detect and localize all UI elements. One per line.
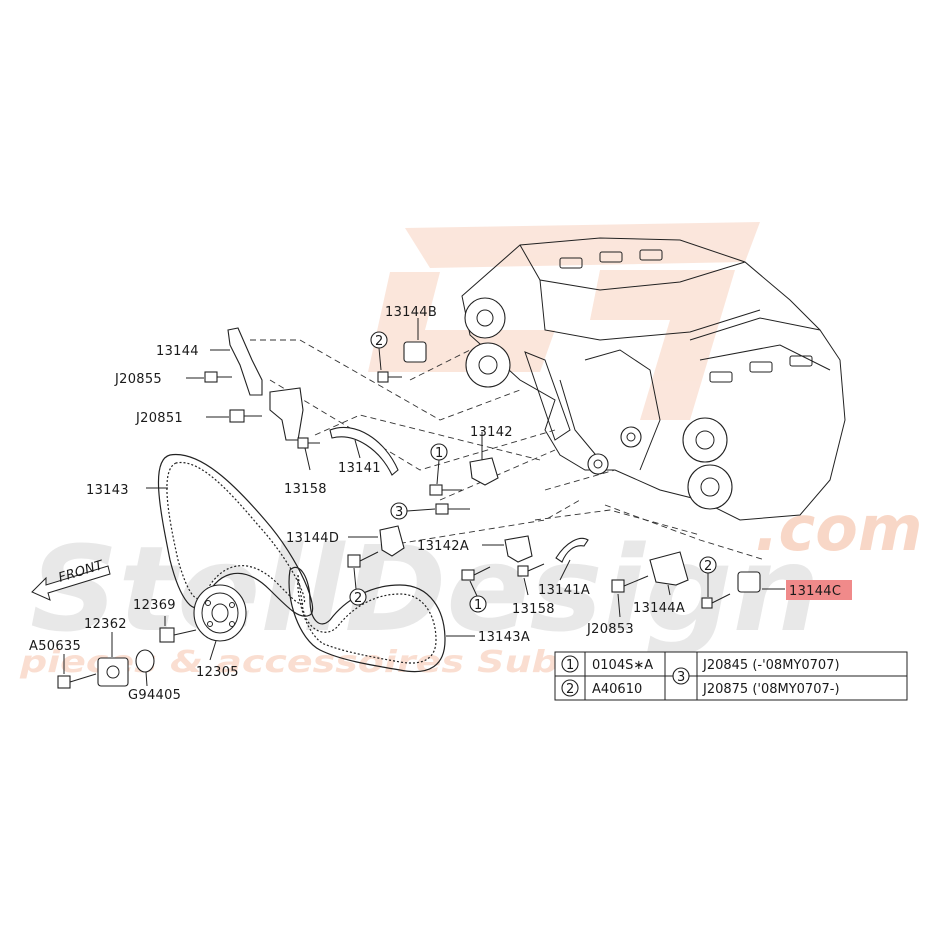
label-12369: 12369: [133, 598, 176, 613]
legend-part-1: 0104S∗A: [592, 658, 653, 673]
callout-3: 3: [390, 502, 436, 520]
label-13158-lower: 13158: [512, 602, 555, 617]
legend-part-3b: J20875 ('08MY0707-): [702, 682, 840, 697]
callout-1-13142a: 1: [469, 580, 487, 613]
callout-1-13142: 1: [430, 443, 448, 485]
label-13144: 13144: [156, 344, 199, 359]
label-13158-upper: 13158: [284, 482, 327, 497]
watermark-tld: .com: [755, 492, 923, 565]
legend-part-3a: J20845 (-'08MY0707): [702, 658, 840, 673]
highlight-13144c: [786, 580, 852, 600]
label-j20851: J20851: [135, 411, 183, 426]
leader-lines: [63, 318, 785, 687]
label-13143a: 13143A: [478, 630, 530, 645]
svg-text:2: 2: [375, 334, 384, 349]
label-13144d: 13144D: [286, 531, 339, 546]
legend-num-2: 2: [566, 682, 574, 697]
label-12362: 12362: [84, 617, 127, 632]
crank-pulley-12305: [193, 584, 247, 642]
label-13143: 13143: [86, 483, 129, 498]
watermark: StellDesign .com pieces & accessoires Su…: [19, 222, 923, 680]
legend-row-2: 2 A40610: [561, 679, 642, 697]
label-g94405: G94405: [128, 688, 181, 703]
svg-text:2: 2: [704, 559, 713, 574]
legend-num-3: 3: [677, 670, 685, 685]
label-12305: 12305: [196, 665, 239, 680]
timing-belt-13143: [157, 453, 314, 617]
callout-2-13144b: 2: [370, 331, 388, 371]
label-13141a: 13141A: [538, 583, 590, 598]
label-a50635: A50635: [29, 639, 81, 654]
label-j20855: J20855: [114, 372, 162, 387]
svg-text:1: 1: [435, 446, 444, 461]
part-labels: 13144 13144B J20855 J20851 13142 13141 1…: [29, 305, 852, 703]
legend-table: 1 0104S∗A 2 A40610 3 J20845 (-'08MY0707)…: [554, 651, 908, 701]
timing-belt-13143a: [288, 566, 446, 673]
callout-2-13144c: 2: [699, 556, 717, 597]
brand-logo-mark: [368, 222, 760, 420]
label-13142: 13142: [470, 425, 513, 440]
label-13144a: 13144A: [633, 601, 685, 616]
engine-block: [461, 237, 846, 521]
label-13144c: 13144C: [789, 584, 841, 599]
small-parts: [57, 327, 761, 689]
label-j20853: J20853: [586, 622, 634, 637]
legend-part-2: A40610: [592, 682, 642, 697]
callout-markers: 2 1 3 2 1 2: [349, 331, 717, 613]
label-13144b: 13144B: [385, 305, 437, 320]
label-13142a: 13142A: [417, 539, 469, 554]
legend-row-3: 3 J20845 (-'08MY0707) J20875 ('08MY0707-…: [672, 658, 840, 697]
svg-text:2: 2: [354, 591, 363, 606]
svg-text:1: 1: [474, 598, 483, 613]
front-arrow-icon: [31, 565, 111, 601]
legend-num-1: 1: [566, 658, 574, 673]
assembly-guides: [250, 339, 766, 561]
legend-row-1: 1 0104S∗A: [561, 655, 653, 673]
svg-text:3: 3: [395, 505, 404, 520]
callout-2-13144d: 2: [349, 567, 367, 606]
label-13141: 13141: [338, 461, 381, 476]
